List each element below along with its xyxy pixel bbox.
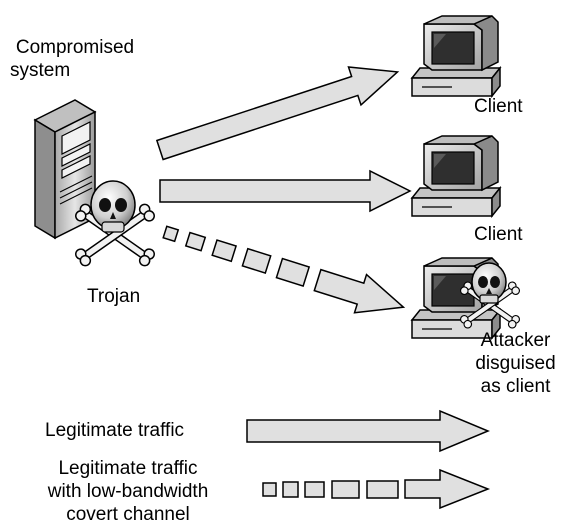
traffic-arrow-2	[159, 169, 412, 213]
trojan-label: Trojan	[87, 286, 141, 307]
legend-dashed-arrow	[262, 468, 491, 510]
legend-covert-line2: with low-bandwidth	[47, 481, 209, 502]
compromised-system-label-line2: system	[10, 60, 71, 81]
client-label-2: Client	[474, 224, 523, 245]
skull-crossbones-icon	[73, 180, 157, 269]
attacker-skull-icon	[458, 262, 522, 331]
legend-solid-arrow	[246, 409, 490, 453]
covert-arrow	[162, 225, 406, 314]
legend-covert-line1: Legitimate traffic	[58, 458, 198, 479]
compromised-system-label-line1: Compromised	[15, 37, 135, 58]
attacker-label-line3: as client	[480, 376, 551, 397]
attacker-label: Attacker disguised as client	[463, 329, 568, 398]
attacker-label-line2: disguised	[475, 353, 556, 374]
legend-covert-line3: covert channel	[66, 504, 190, 525]
client-label-1: Client	[474, 96, 523, 117]
legend-covert-label: Legitimate traffic with low-bandwidth co…	[18, 457, 238, 526]
traffic-arrow-1	[155, 66, 400, 161]
client-computer-icon	[411, 135, 501, 217]
attacker-label-line1: Attacker	[480, 330, 551, 351]
client-computer-icon	[411, 15, 501, 97]
compromised-system-label: Compromised system	[0, 36, 150, 82]
legend-legit-label: Legitimate traffic	[45, 420, 185, 441]
